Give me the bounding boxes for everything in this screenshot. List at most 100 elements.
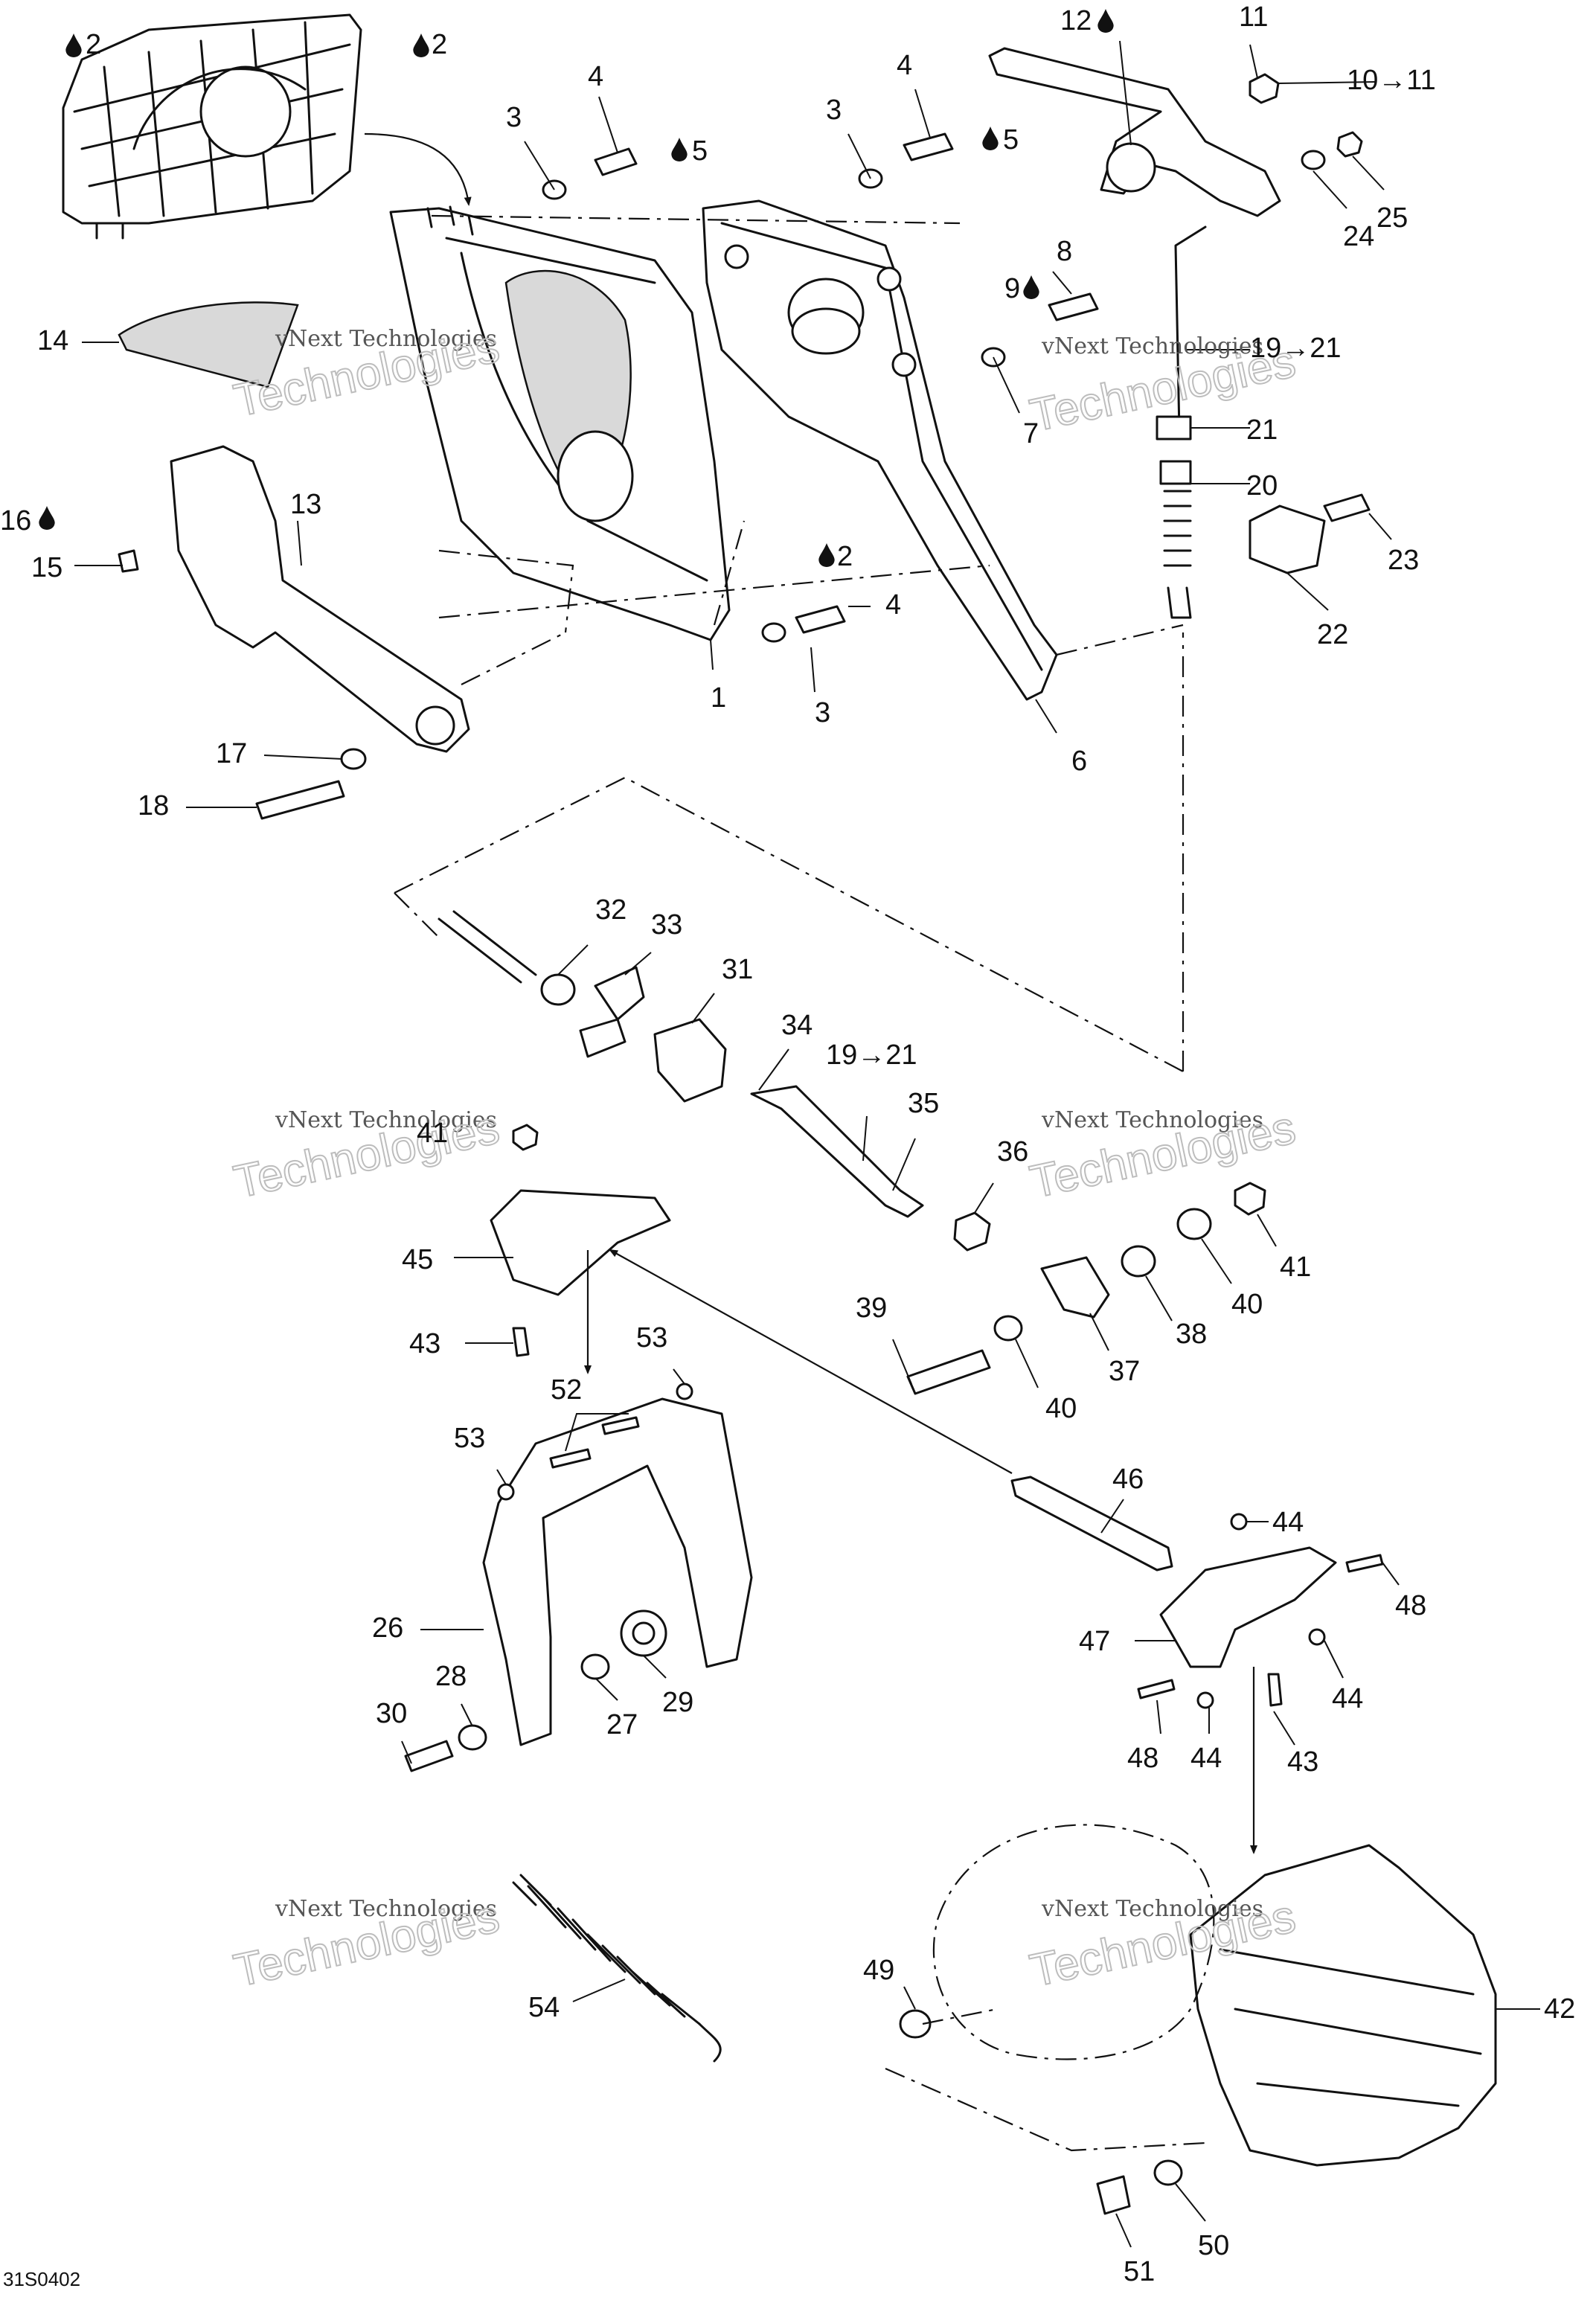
part-14-shield xyxy=(118,301,299,388)
callout-25: 25 xyxy=(1377,202,1408,234)
callout-43: 43 xyxy=(409,1328,440,1359)
part-10-upper-lever xyxy=(988,47,1281,217)
callout-22: 22 xyxy=(1317,619,1348,650)
callout-27: 27 xyxy=(606,1709,638,1740)
callout-9: 9 xyxy=(1004,273,1020,304)
part-47-plate xyxy=(1159,1546,1337,1668)
part-4-screw-a xyxy=(594,147,638,176)
callout-50: 50 xyxy=(1198,2230,1229,2261)
callout-12: 12 xyxy=(1060,5,1092,36)
callout-53: 53 xyxy=(636,1322,667,1353)
callout-41: 41 xyxy=(417,1118,448,1149)
svg-text:vNext Technologies: vNext Technologies xyxy=(1041,333,1263,359)
svg-text:vNext Technologies: vNext Technologies xyxy=(1041,1107,1263,1133)
oil-drop-icon xyxy=(39,506,55,530)
part-37-bracket xyxy=(1040,1256,1110,1319)
callout-41: 41 xyxy=(1280,1252,1311,1283)
callout-10: 10→11 xyxy=(1347,65,1436,96)
part-36-nut xyxy=(953,1211,991,1252)
part-28-spacer xyxy=(458,1724,487,1751)
part-50-washer xyxy=(1153,2159,1183,2186)
part-41-nut-a xyxy=(1234,1182,1266,1216)
part-40-washer-b xyxy=(993,1315,1023,1342)
callout-19: 19→21 xyxy=(1250,333,1342,364)
callout-49: 49 xyxy=(863,1955,894,1986)
part-1-housing xyxy=(389,205,731,641)
callout-29: 29 xyxy=(662,1687,693,1718)
callout-2: 2 xyxy=(837,541,853,572)
part-15-screw xyxy=(118,549,139,573)
part-6-main-plate xyxy=(702,199,1058,701)
callout-26: 26 xyxy=(372,1612,403,1644)
part-11-nut xyxy=(1249,73,1280,104)
callout-36: 36 xyxy=(997,1136,1028,1167)
callout-4: 4 xyxy=(588,61,603,92)
callout-24: 24 xyxy=(1343,221,1374,252)
svg-text:vNext Technologies: vNext Technologies xyxy=(275,1107,497,1133)
callout-32: 32 xyxy=(595,894,626,926)
callout-3: 3 xyxy=(506,102,522,133)
callout-39: 39 xyxy=(856,1292,887,1324)
part-4-screw-c xyxy=(795,605,846,634)
callout-5: 5 xyxy=(692,135,708,167)
part-40-washer-a xyxy=(1176,1208,1212,1240)
part-31-fitting xyxy=(653,1018,727,1103)
part-27-bushing xyxy=(580,1653,610,1680)
part-43-screw-a xyxy=(512,1327,530,1357)
callout-43: 43 xyxy=(1287,1746,1318,1778)
oil-drop-icon xyxy=(818,543,835,567)
callout-5: 5 xyxy=(1003,124,1019,156)
part-3-washer-c xyxy=(761,622,786,643)
callout-37: 37 xyxy=(1109,1356,1140,1387)
callout-46: 46 xyxy=(1112,1464,1144,1495)
callout-44: 44 xyxy=(1332,1683,1363,1714)
callout-3: 3 xyxy=(826,94,842,126)
callout-18: 18 xyxy=(138,790,169,821)
part-17-washer xyxy=(340,748,367,770)
callout-2: 2 xyxy=(432,29,447,60)
callout-33: 33 xyxy=(651,909,682,941)
callout-30: 30 xyxy=(376,1698,407,1729)
callout-16: 16 xyxy=(0,505,31,536)
svg-text:vNext Technologies: vNext Technologies xyxy=(275,326,497,352)
part-34-cable-end xyxy=(438,910,924,1218)
guide-lines-middle xyxy=(394,632,1185,1072)
part-45-bracket xyxy=(490,1189,671,1296)
part-42-cover xyxy=(1189,1844,1497,2167)
callout-28: 28 xyxy=(435,1661,467,1692)
leader-lines xyxy=(74,40,1540,2248)
callout-23: 23 xyxy=(1388,545,1419,576)
callout-21: 21 xyxy=(1246,414,1278,446)
callout-13: 13 xyxy=(290,489,321,520)
callout-40: 40 xyxy=(1231,1289,1263,1320)
callout-14: 14 xyxy=(37,325,68,356)
part-24-washer xyxy=(1301,150,1326,170)
part-49-bushing xyxy=(899,2009,932,2039)
callout-20: 20 xyxy=(1246,470,1278,502)
callout-40: 40 xyxy=(1045,1393,1077,1424)
callout-35: 35 xyxy=(908,1088,939,1119)
engine-outline xyxy=(932,1824,1215,2060)
watermark-5: vNext Technologies Technologies xyxy=(229,1890,504,1998)
callout-7: 7 xyxy=(1023,418,1039,449)
callout-47: 47 xyxy=(1079,1626,1110,1657)
part-29-bearing xyxy=(620,1609,667,1657)
figure-code: 31S0402 xyxy=(3,2268,80,2290)
part-46-link xyxy=(1010,1476,1173,1572)
part-19-cable xyxy=(1156,225,1207,619)
callout-11: 11 xyxy=(1239,1,1268,33)
part-26-bracket xyxy=(482,1397,753,1746)
callout-34: 34 xyxy=(781,1010,813,1041)
svg-text:vNext Technologies: vNext Technologies xyxy=(275,1896,497,1922)
part-33-bushing xyxy=(579,966,645,1058)
callout-17: 17 xyxy=(216,738,247,769)
callout-38: 38 xyxy=(1176,1319,1207,1350)
part-25-nut xyxy=(1336,131,1363,158)
part-22-plate xyxy=(1249,504,1326,574)
part-48-screw-a xyxy=(1345,1554,1384,1573)
oil-drop-icon xyxy=(1097,9,1114,33)
part-4-screw-b xyxy=(903,132,954,161)
guide-lines-top xyxy=(431,214,1184,685)
callout-45: 45 xyxy=(402,1244,433,1275)
